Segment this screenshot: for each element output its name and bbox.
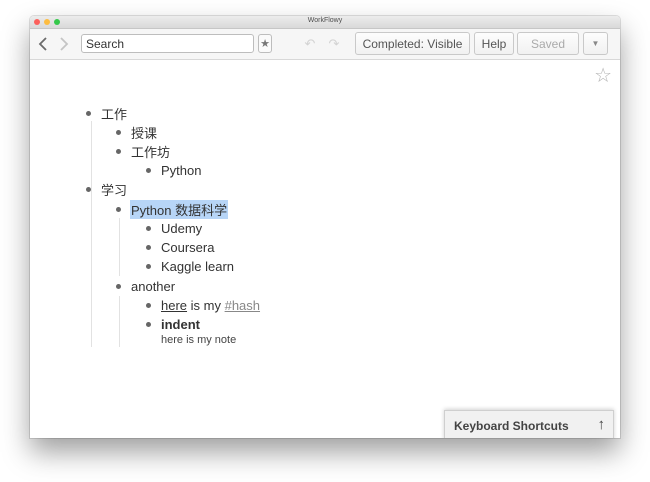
here-link[interactable]: here bbox=[161, 298, 188, 313]
bullet-icon[interactable] bbox=[146, 322, 151, 327]
list-item[interactable]: here is my #hash bbox=[30, 296, 260, 315]
item-text[interactable]: indent bbox=[161, 317, 200, 332]
undo-button[interactable]: ↶ bbox=[302, 35, 318, 53]
saved-button[interactable]: Saved bbox=[517, 32, 579, 55]
arrow-up-icon[interactable]: ↑ bbox=[597, 416, 606, 433]
list-item[interactable]: Kaggle learn bbox=[30, 257, 234, 276]
search-input[interactable] bbox=[81, 34, 254, 53]
list-item[interactable]: 工作 bbox=[30, 104, 127, 123]
keyboard-shortcuts-label: Keyboard Shortcuts bbox=[454, 419, 569, 433]
redo-button[interactable]: ↷ bbox=[326, 35, 342, 53]
star-button[interactable]: ★ bbox=[258, 34, 272, 53]
item-text[interactable]: Python bbox=[161, 163, 202, 178]
list-item[interactable]: another bbox=[30, 277, 175, 296]
bullet-icon[interactable] bbox=[116, 207, 121, 212]
close-window-button[interactable] bbox=[34, 19, 40, 25]
title-bar: WorkFlowy bbox=[30, 16, 620, 29]
help-button[interactable]: Help bbox=[474, 32, 514, 55]
star-icon: ★ bbox=[260, 38, 270, 50]
bullet-icon[interactable] bbox=[86, 187, 91, 192]
guide-line bbox=[91, 199, 92, 347]
item-note[interactable]: here is my note bbox=[30, 332, 236, 348]
bullet-icon[interactable] bbox=[116, 284, 121, 289]
note-text[interactable]: here is my note bbox=[161, 334, 237, 346]
bullet-icon[interactable] bbox=[116, 149, 121, 154]
maximize-window-button[interactable] bbox=[54, 19, 60, 25]
item-text: here is my #hash bbox=[161, 298, 260, 313]
selected-item-text[interactable]: Python 数据科学 bbox=[130, 200, 229, 219]
item-text[interactable]: Udemy bbox=[161, 221, 203, 236]
bullet-icon[interactable] bbox=[146, 245, 151, 250]
list-item[interactable]: Udemy bbox=[30, 219, 202, 238]
more-menu-button[interactable]: ▼ bbox=[583, 32, 608, 55]
guide-line bbox=[119, 218, 120, 276]
chevron-down-icon: ▼ bbox=[591, 39, 600, 48]
list-item[interactable]: 学习 bbox=[30, 180, 127, 199]
forward-button[interactable] bbox=[56, 35, 72, 53]
guide-line bbox=[119, 296, 120, 347]
bullet-icon[interactable] bbox=[146, 168, 151, 173]
undo-icon: ↶ bbox=[304, 36, 316, 51]
list-item[interactable]: Python bbox=[30, 161, 201, 180]
list-item[interactable]: Coursera bbox=[30, 238, 214, 257]
bullet-icon[interactable] bbox=[146, 303, 151, 308]
item-text-middle: is my bbox=[187, 298, 225, 313]
list-item[interactable]: 工作坊 bbox=[30, 142, 170, 161]
bullet-icon[interactable] bbox=[146, 226, 151, 231]
favorite-star-icon[interactable]: ☆ bbox=[594, 65, 612, 87]
bullet-icon[interactable] bbox=[116, 130, 121, 135]
completed-visible-button[interactable]: Completed: Visible bbox=[355, 32, 470, 55]
back-button[interactable] bbox=[35, 35, 51, 53]
guide-line bbox=[91, 121, 92, 199]
list-item[interactable]: indent bbox=[30, 315, 200, 334]
chevron-right-icon bbox=[60, 37, 69, 51]
chevron-left-icon bbox=[38, 37, 47, 51]
minimize-window-button[interactable] bbox=[44, 19, 50, 25]
item-text[interactable]: 工作 bbox=[101, 107, 128, 122]
list-item[interactable]: Python 数据科学 bbox=[30, 200, 229, 219]
item-text[interactable]: 工作坊 bbox=[131, 145, 171, 160]
window-title: WorkFlowy bbox=[307, 17, 343, 24]
keyboard-shortcuts-panel[interactable]: Keyboard Shortcuts ↑ bbox=[444, 410, 614, 438]
item-text[interactable]: another bbox=[131, 279, 176, 294]
item-text[interactable]: 学习 bbox=[101, 183, 128, 198]
redo-icon: ↷ bbox=[328, 36, 340, 51]
toolbar: ★ ↶ ↷ Completed: Visible Help Saved ▼ bbox=[30, 29, 620, 60]
item-text[interactable]: Coursera bbox=[161, 240, 215, 255]
list-item[interactable]: 授课 bbox=[30, 123, 157, 142]
hash-tag-link[interactable]: #hash bbox=[224, 298, 261, 313]
item-text[interactable]: Kaggle learn bbox=[161, 259, 234, 274]
bullet-icon[interactable] bbox=[146, 264, 151, 269]
bullet-icon[interactable] bbox=[86, 111, 91, 116]
item-text[interactable]: 授课 bbox=[131, 126, 158, 141]
app-window: WorkFlowy ★ ↶ ↷ Completed: Visible Help … bbox=[30, 16, 620, 438]
